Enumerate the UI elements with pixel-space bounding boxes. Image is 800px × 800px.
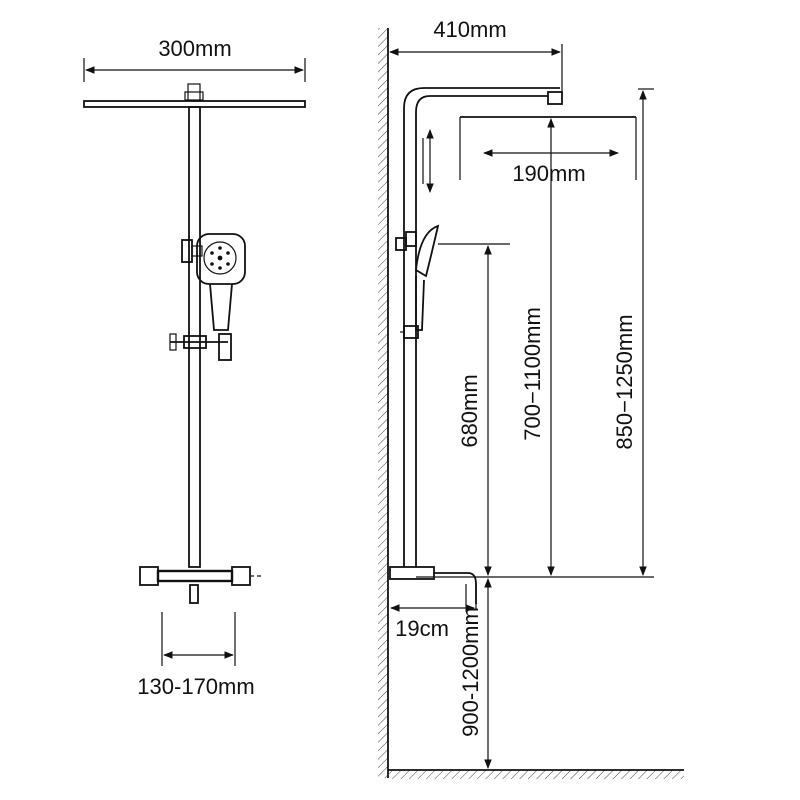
- dim-arm-length: 410mm: [389, 17, 563, 94]
- hand-shower-side: [395, 224, 440, 339]
- dim-handshower-height: 680mm: [457, 245, 492, 576]
- dim-label-total-height: 850−1250mm: [612, 314, 637, 449]
- dim-label-install-height: 900-1200mm: [458, 607, 483, 737]
- dim-label-overhead-height: 700−1100mm: [520, 307, 545, 441]
- dim-valve-spacing: 130-170mm: [137, 612, 255, 699]
- overhead-head-side: [459, 88, 654, 180]
- riser-and-arm: [403, 87, 563, 567]
- overhead-shower-plate: [83, 83, 306, 108]
- dim-spout-length: 19cm: [390, 604, 475, 641]
- dim-label-spout-length: 19cm: [395, 616, 449, 641]
- dim-label-handshower-height: 680mm: [457, 374, 482, 447]
- side-view: 410mm 190mm: [378, 17, 684, 779]
- dim-label-head-depth: 190mm: [512, 161, 585, 186]
- riser-rail: [188, 106, 201, 568]
- dim-total-height: 850−1250mm: [612, 90, 647, 576]
- slide-adjust-arrow: [422, 129, 434, 193]
- floor: [388, 769, 684, 779]
- mixer-and-spout-side: [389, 566, 477, 610]
- dim-label-overhead-width: 300mm: [158, 36, 231, 61]
- dim-install-height: 900-1200mm: [458, 578, 492, 769]
- wall: [378, 28, 389, 778]
- front-view: 300mm: [83, 36, 306, 699]
- thermostatic-mixer: [139, 566, 264, 604]
- dim-label-arm-length: 410mm: [433, 17, 506, 42]
- hand-shower: [181, 233, 246, 331]
- dim-overhead-height: 700−1100mm: [520, 118, 555, 576]
- slider-holder: [169, 333, 232, 361]
- dim-label-valve-spacing: 130-170mm: [137, 674, 254, 699]
- dim-overhead-width: 300mm: [83, 36, 306, 82]
